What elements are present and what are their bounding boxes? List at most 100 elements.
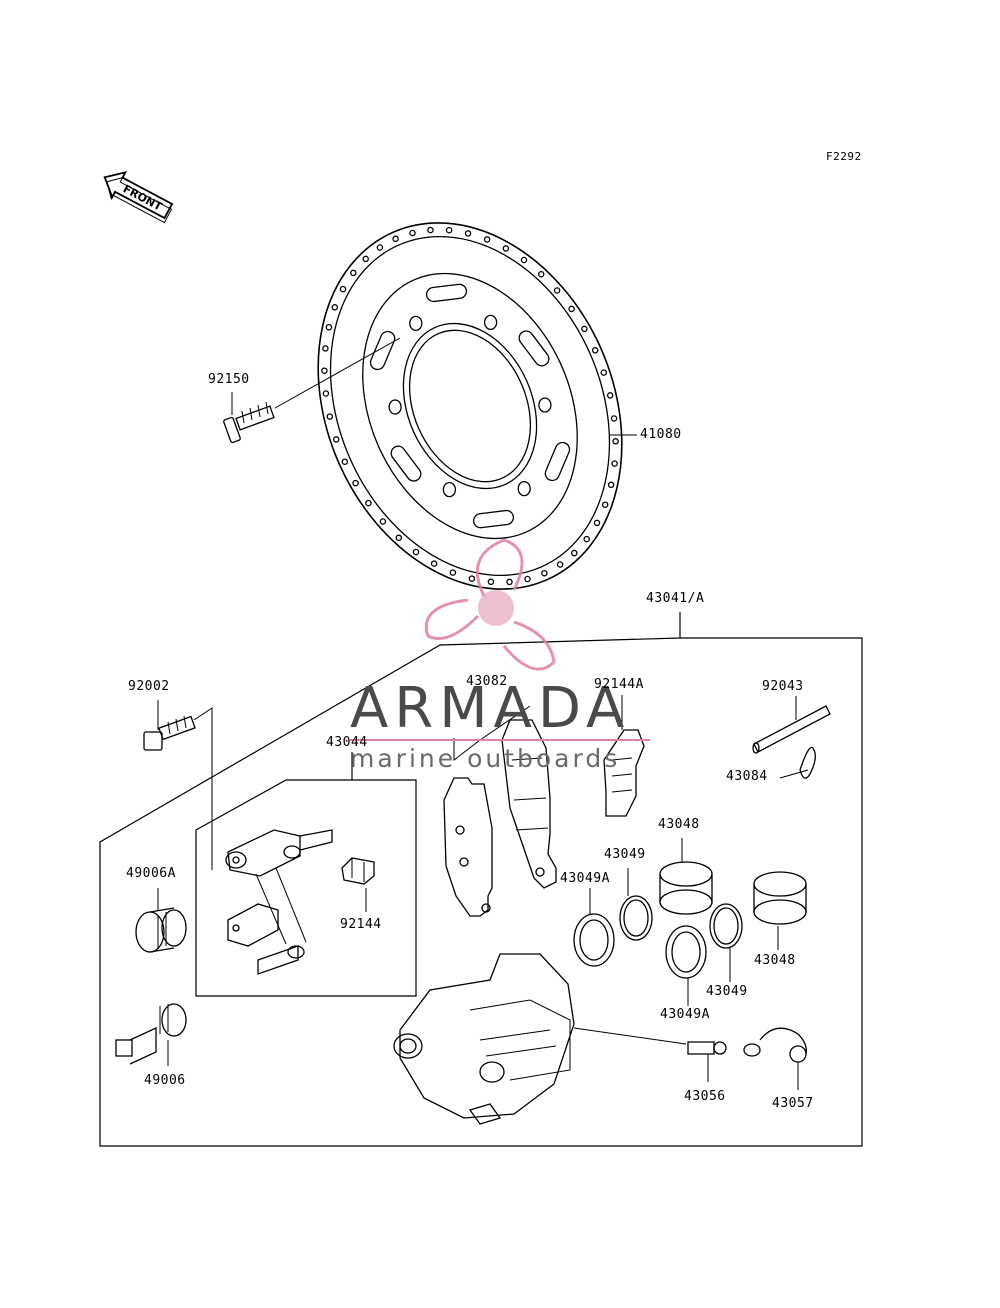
disc-vent-hole — [601, 501, 609, 508]
disc-vent-hole — [506, 578, 513, 586]
dust-boot — [135, 888, 187, 953]
label-43082: 43082 — [466, 674, 508, 689]
pad-spring — [603, 695, 645, 817]
disc-bolt-hole — [409, 315, 423, 332]
label-92002: 92002 — [128, 679, 170, 694]
disc-vent-hole — [581, 325, 588, 333]
disc-vent-hole — [568, 305, 575, 313]
bracket-subassembly-box — [195, 752, 417, 997]
disc-vent-hole — [583, 535, 590, 543]
bleed-valve — [687, 1041, 727, 1082]
disc-vent-hole — [449, 569, 457, 576]
disc-vent-hole — [445, 226, 453, 234]
disc-bolt-hole — [517, 480, 531, 497]
label-43048-right: 43048 — [754, 953, 796, 968]
label-49006: 49006 — [144, 1073, 186, 1088]
label-43057: 43057 — [772, 1096, 814, 1111]
label-92043: 92043 — [762, 679, 804, 694]
label-43049-top: 43049 — [604, 847, 646, 862]
label-43049A-top: 43049A — [560, 871, 610, 886]
slide-pin — [115, 1003, 187, 1066]
disc-bolt-hole — [442, 481, 457, 498]
disc-vent-hole — [430, 560, 438, 567]
disc-vent-hole — [606, 392, 614, 399]
disc-vent-hole — [520, 256, 528, 264]
caliper-clip — [341, 857, 375, 912]
disc-vent-hole — [352, 479, 359, 487]
disc-bolt-hole — [483, 314, 498, 331]
label-43044: 43044 — [326, 735, 368, 750]
disc-vent-hole — [611, 460, 618, 467]
disc-bolt — [223, 337, 401, 444]
caliper-piston-top — [659, 838, 713, 915]
disc-vent-hole — [487, 578, 495, 586]
disc-lightening-slot — [518, 330, 550, 367]
disc-vent-hole — [325, 323, 333, 331]
disc-vent-hole — [362, 255, 369, 263]
disc-vent-hole — [395, 534, 403, 542]
caliper-mount-bolt — [143, 700, 213, 870]
disc-vent-hole — [339, 285, 347, 293]
disc-vent-hole — [350, 269, 357, 277]
disc-vent-hole — [591, 347, 599, 354]
disc-vent-hole — [612, 438, 619, 445]
label-43056: 43056 — [684, 1089, 726, 1104]
disc-vent-hole — [537, 270, 545, 278]
disc-vent-hole — [541, 569, 548, 577]
disc-vent-hole — [322, 390, 330, 397]
disc-vent-hole — [524, 575, 531, 583]
watermark-tagline: marine outboards — [350, 744, 621, 773]
disc-vent-hole — [321, 367, 328, 374]
disc-vent-hole — [610, 415, 618, 422]
disc-lightening-slot — [472, 509, 515, 529]
caliper-bracket — [225, 829, 333, 975]
brake-pads — [443, 705, 557, 917]
piston-seal-rings — [573, 868, 743, 1006]
label-41080: 41080 — [640, 427, 682, 442]
label-49006A: 49006A — [126, 866, 176, 881]
disc-lightening-slot — [369, 330, 396, 371]
disc-vent-hole — [341, 458, 349, 465]
caliper-assembly-frame — [99, 612, 863, 1147]
label-43049-right: 43049 — [706, 984, 748, 999]
disc-vent-hole — [464, 230, 472, 237]
disc-bolt-hole — [538, 397, 552, 413]
label-92144A: 92144A — [594, 677, 644, 692]
disc-vent-hole — [332, 436, 340, 443]
disc-vent-hole — [556, 561, 564, 568]
disc-vent-hole — [553, 287, 561, 294]
front-arrow-icon: FRONT — [103, 171, 174, 224]
disc-vent-hole — [409, 229, 416, 237]
disc-lightening-slot — [425, 283, 468, 303]
label-43049A-bottom: 43049A — [660, 1007, 710, 1022]
label-43041A: 43041/A — [646, 591, 705, 606]
watermark-brand-name: ARMADA — [350, 676, 631, 741]
disc-vent-hole — [376, 244, 384, 251]
disc-vent-hole — [379, 518, 387, 525]
caliper-body — [393, 953, 687, 1125]
disc-vent-hole — [427, 226, 434, 234]
disc-vent-hole — [593, 519, 601, 527]
label-43084: 43084 — [726, 769, 768, 784]
disc-vent-hole — [607, 481, 615, 489]
disc-vent-hole — [571, 549, 578, 557]
label-43048-top: 43048 — [658, 817, 700, 832]
watermark-propeller-icon — [425, 538, 556, 671]
disc-vent-hole — [392, 235, 399, 243]
disc-vent-hole — [331, 304, 339, 311]
label-92144: 92144 — [340, 917, 382, 932]
disc-vent-hole — [322, 345, 329, 352]
figure-code: F2292 — [826, 150, 862, 163]
label-92150: 92150 — [208, 372, 250, 387]
pad-pin — [752, 696, 831, 754]
disc-vent-hole — [600, 369, 608, 376]
disc-vent-hole — [468, 575, 476, 582]
caliper-piston-right — [753, 871, 807, 950]
bleed-cap — [743, 1027, 807, 1090]
disc-lightening-slot — [544, 441, 571, 482]
disc-vent-hole — [365, 499, 372, 507]
brake-disc — [317, 222, 623, 590]
disc-lightening-slot — [390, 445, 422, 482]
disc-vent-hole — [412, 548, 420, 556]
